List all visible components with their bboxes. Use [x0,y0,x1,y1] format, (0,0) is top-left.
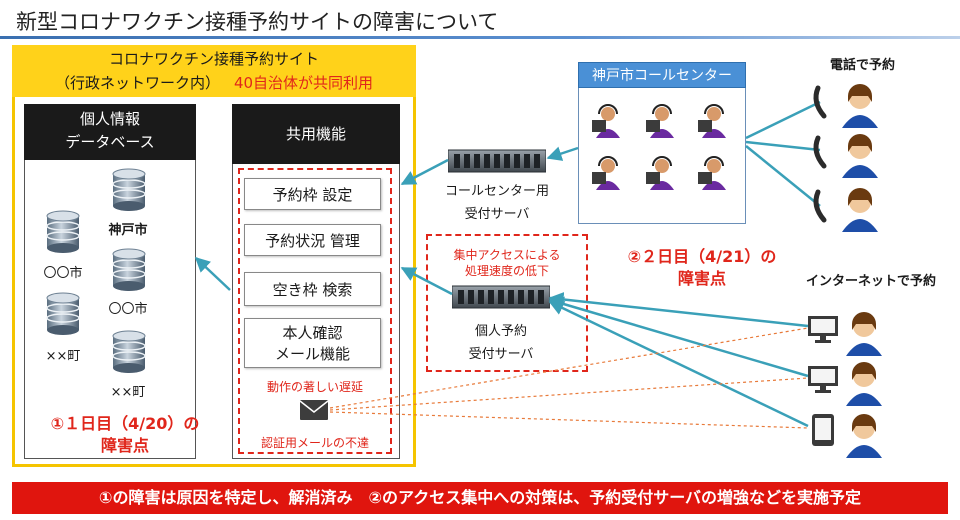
phone-caller-icons [813,84,878,232]
line-phone2 [745,140,821,152]
database-icon [112,168,146,211]
failure1-line2: 障害点 [100,436,149,455]
db-label-town-b: ××町 [110,385,146,400]
db-label-kobe: 神戸市 [108,223,148,238]
access-note-line1: 集中アクセスによる [453,248,561,262]
shared-use-label: 40自治体が共同利用 [233,74,374,92]
callcenter-server-line2: 受付サーバ [464,207,530,222]
database-panel [24,104,196,459]
internet-user-icons [808,312,882,458]
database-header: 個人情報 データベース [24,104,196,160]
mail-line-3 [329,411,809,429]
system-title: コロナワクチン接種予約サイト [108,50,319,68]
arrow-pc1-to-server [548,292,809,328]
line-phone1 [745,100,821,140]
system-subtitle: （行政ネットワーク内） 40自治体が共同利用 [12,72,416,93]
arrow-pc2-to-server [548,296,809,378]
server-icon [448,149,546,173]
database-icon [112,330,146,373]
slow-note: 動作の著しい遅延 [266,380,363,394]
database-header-line1: 個人情報 [79,110,140,128]
access-note-line2: 処理速度の低下 [464,264,549,278]
callcenter-server-line1: コールセンター用 [444,184,549,199]
server-icon [452,285,550,309]
callcenter-title: 神戸市コールセンター [578,62,746,88]
shared-function-header: 共用機能 [232,104,400,164]
mail-icon [299,400,329,420]
identity-mail-function: 本人確認 メール機能 [244,318,381,368]
mail-undelivered-note: 認証用メールの不達 [260,436,369,450]
personal-server-line1: 個人予約 [474,324,527,339]
network-label: （行政ネットワーク内） [54,74,220,92]
internet-reservation-label: インターネットで予約 [806,274,937,289]
database-icon [112,248,146,291]
mail-line-1 [329,327,809,409]
operator-icons [592,104,726,190]
mail-line-2 [329,377,809,411]
arrow-tablet-to-server [548,300,809,428]
db-label-city-a: 〇〇市 [43,266,83,281]
database-header-line2: データベース [65,133,155,151]
arrow-function-to-db [194,256,231,291]
identity-mail-line2: メール機能 [274,345,350,363]
arrow-pserver-to-function [400,266,453,296]
system-header [12,45,416,97]
arrow-callcenter-to-server [546,146,579,161]
page-title: 新型コロナワクチン接種予約サイトの障害について [16,10,499,34]
title-rule [0,36,960,39]
phone-reservation-label: 電話で予約 [830,58,896,73]
slot-setting-function: 予約枠 設定 [244,178,381,210]
failure1-line1: ①１日目（4/20）の [50,414,200,433]
failure2-label: ②２日目（4/21）の 障害点 [598,246,806,290]
arrow-ccserver-to-function [400,158,449,186]
failure2-line1: ②２日目（4/21）の [627,247,777,266]
failure2-line2: 障害点 [677,269,726,288]
db-label-city-b: 〇〇市 [108,302,148,317]
personal-server-line2: 受付サーバ [468,347,534,362]
failure1-label: ①１日目（4/20）の 障害点 [20,413,230,457]
line-phone3 [745,145,821,207]
vacancy-search-function: 空き枠 検索 [244,272,381,306]
db-label-town-a: ××町 [45,349,81,364]
summary-banner: ①の障害は原因を特定し、解消済み ②のアクセス集中への対策は、予約受付サーバの増… [12,482,948,514]
database-icon [46,292,80,335]
failure1-dashed-area [238,168,392,454]
reservation-status-function: 予約状況 管理 [244,224,381,256]
database-icon [46,210,80,253]
identity-mail-line1: 本人確認 [282,324,343,342]
callcenter-box [578,62,746,224]
